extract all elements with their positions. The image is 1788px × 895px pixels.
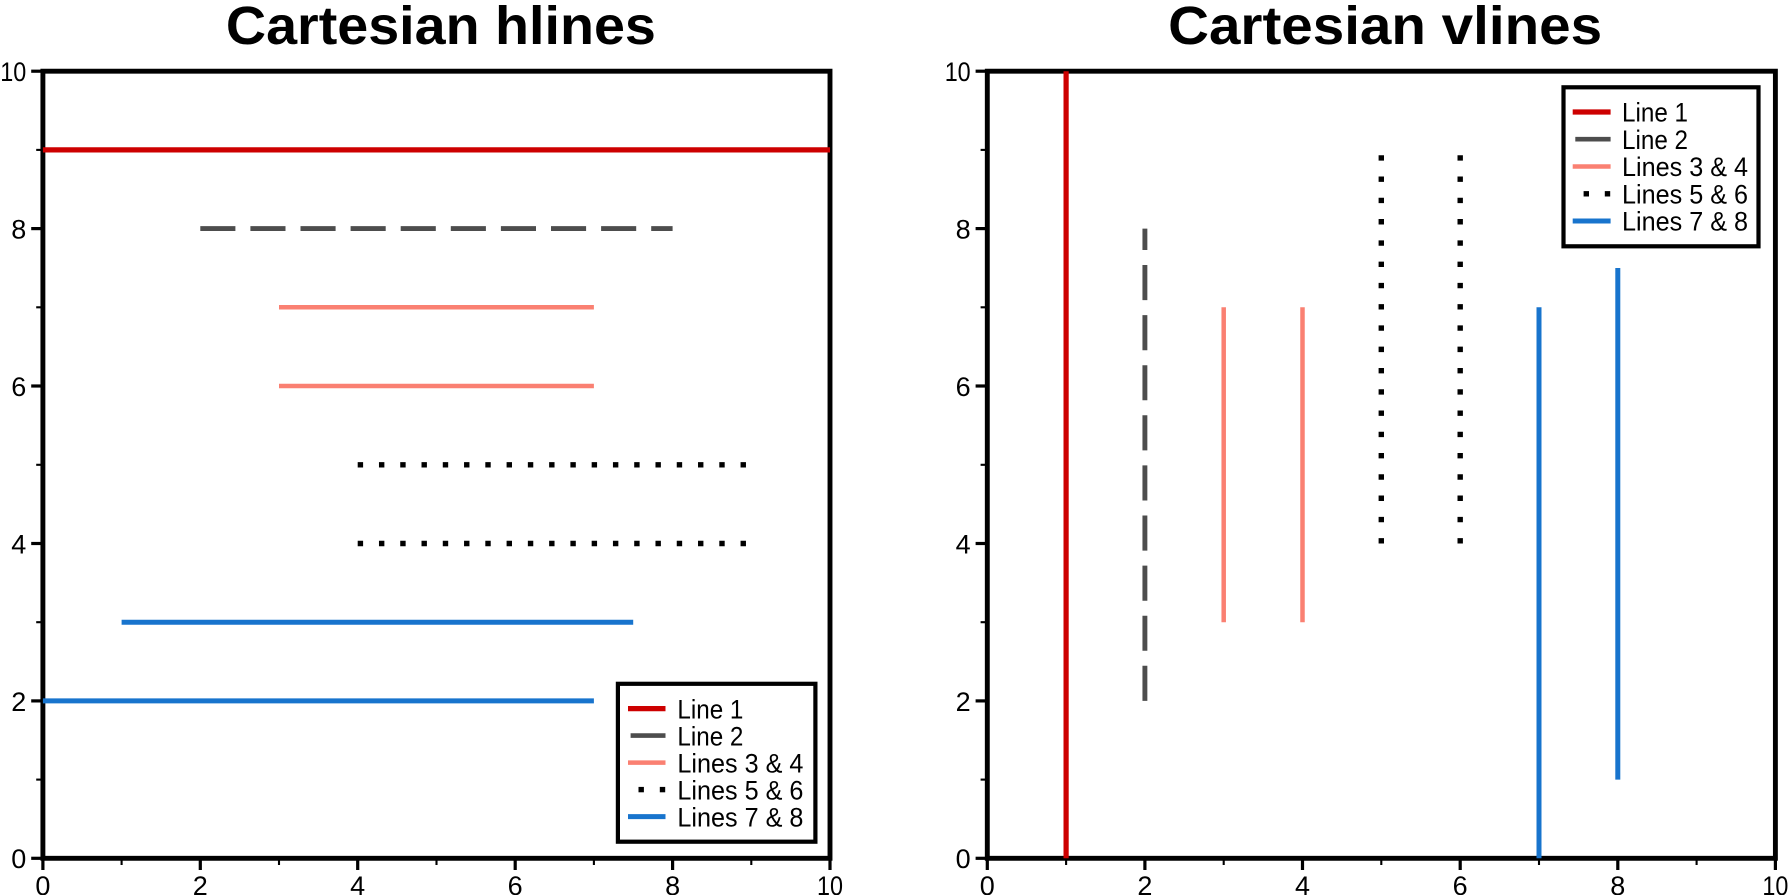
svg-text:2: 2 xyxy=(956,687,971,717)
svg-text:8: 8 xyxy=(665,871,680,895)
svg-text:Line 1: Line 1 xyxy=(677,694,743,724)
svg-text:Lines 3 & 4: Lines 3 & 4 xyxy=(1622,152,1748,182)
svg-text:Cartesian vlines: Cartesian vlines xyxy=(1168,0,1602,56)
svg-text:2: 2 xyxy=(193,871,208,895)
svg-text:6: 6 xyxy=(11,372,26,402)
svg-text:0: 0 xyxy=(980,871,995,895)
svg-text:Line 1: Line 1 xyxy=(1622,98,1688,128)
svg-text:8: 8 xyxy=(1610,871,1625,895)
svg-text:6: 6 xyxy=(1453,871,1468,895)
svg-text:4: 4 xyxy=(956,529,971,559)
svg-text:Cartesian hlines: Cartesian hlines xyxy=(226,0,656,56)
svg-text:6: 6 xyxy=(956,372,971,402)
svg-text:Line 2: Line 2 xyxy=(677,721,743,751)
svg-text:0: 0 xyxy=(35,871,50,895)
svg-text:6: 6 xyxy=(508,871,523,895)
svg-text:Lines 3 & 4: Lines 3 & 4 xyxy=(677,748,803,778)
svg-text:2: 2 xyxy=(1137,871,1152,895)
svg-text:4: 4 xyxy=(11,529,26,559)
svg-text:Line 2: Line 2 xyxy=(1622,125,1688,155)
svg-text:0: 0 xyxy=(956,844,971,874)
svg-text:8: 8 xyxy=(11,215,26,245)
svg-text:4: 4 xyxy=(1295,871,1310,895)
svg-text:Lines 7 & 8: Lines 7 & 8 xyxy=(677,802,803,832)
svg-text:Lines 5 & 6: Lines 5 & 6 xyxy=(677,775,803,805)
svg-text:Lines 7 & 8: Lines 7 & 8 xyxy=(1622,207,1748,237)
svg-text:8: 8 xyxy=(956,215,971,245)
svg-text:10: 10 xyxy=(1762,871,1788,895)
svg-text:10: 10 xyxy=(817,871,843,895)
svg-text:10: 10 xyxy=(0,57,26,87)
svg-text:10: 10 xyxy=(945,57,971,87)
svg-text:4: 4 xyxy=(350,871,365,895)
svg-text:2: 2 xyxy=(11,687,26,717)
svg-text:0: 0 xyxy=(11,844,26,874)
svg-text:Lines 5 & 6: Lines 5 & 6 xyxy=(1622,179,1748,209)
